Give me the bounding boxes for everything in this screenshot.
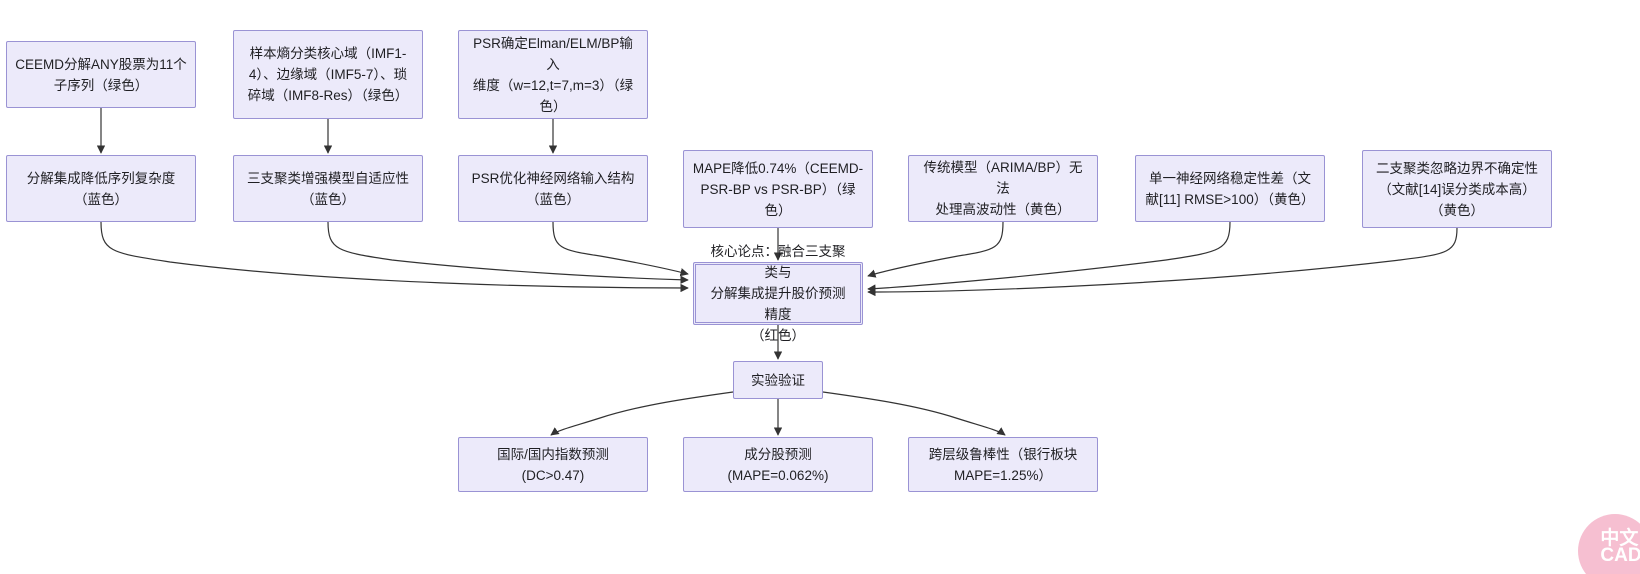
node-label: 传统模型（ARIMA/BP）无法 处理高波动性（黄色） [923,160,1083,217]
node-experimental-verification[interactable]: 实验验证 [733,361,823,399]
edge-n11-n12 [550,391,734,436]
node-label: 核心论点：融合三支聚类与 分解集成提升股价预测精度 （红色） [710,244,846,343]
node-label: CEEMD分解ANY股票为11个 子序列（绿色） [15,56,187,93]
node-psr-input-dimension[interactable]: PSR确定Elman/ELM/BP输入 维度（w=12,t=7,m=3）（绿 色… [458,30,648,119]
node-mape-improvement[interactable]: MAPE降低0.74%（CEEMD- PSR-BP vs PSR-BP）（绿 色… [683,150,873,228]
watermark-label: 中文 CAD [1600,528,1640,566]
edge-n8-core [867,221,1004,278]
node-label: 国际/国内指数预测 (DC>0.47) [497,446,609,483]
node-label: PSR优化神经网络输入结构 （蓝色） [471,170,635,207]
edge-n10-core [867,227,1458,297]
node-label: 单一神经网络稳定性差（文 献[11] RMSE>100）（黄色） [1145,170,1315,207]
node-traditional-model-limitation[interactable]: 传统模型（ARIMA/BP）无法 处理高波动性（黄色） [908,155,1098,222]
node-label: 成分股预测 (MAPE=0.062%) [727,446,829,483]
edge-n11-n14 [822,391,1006,436]
node-ceemd-decompose[interactable]: CEEMD分解ANY股票为11个 子序列（绿色） [6,41,196,108]
node-single-network-instability[interactable]: 单一神经网络稳定性差（文 献[11] RMSE>100）（黄色） [1135,155,1325,222]
node-psr-optimizes-network-input[interactable]: PSR优化神经网络输入结构 （蓝色） [458,155,648,222]
node-index-forecast-result[interactable]: 国际/国内指数预测 (DC>0.47) [458,437,648,492]
node-label: MAPE降低0.74%（CEEMD- PSR-BP vs PSR-BP）（绿 色… [692,160,864,218]
node-decomposition-reduces-complexity[interactable]: 分解集成降低序列复杂度 （蓝色） [6,155,196,222]
node-label: 二支聚类忽略边界不确定性 （文献[14]误分类成本高） （黄色） [1376,160,1538,218]
node-constituent-stock-result[interactable]: 成分股预测 (MAPE=0.062%) [683,437,873,492]
node-label: 分解集成降低序列复杂度 （蓝色） [26,170,176,207]
node-two-way-clustering-limitation[interactable]: 二支聚类忽略边界不确定性 （文献[14]误分类成本高） （黄色） [1362,150,1552,228]
edge-n9-core [867,221,1231,293]
node-label: 样本熵分类核心域（IMF1- 4）、边缘域（IMF5-7）、琐 碎域（IMF8-… [247,46,409,103]
node-label: 跨层级鲁棒性（银行板块 MAPE=1.25%） [928,446,1078,483]
node-core-thesis[interactable]: 核心论点：融合三支聚类与 分解集成提升股价预测精度 （红色） [693,244,863,343]
node-label: 实验验证 [751,372,805,388]
edge-n4-core [100,221,689,293]
node-cross-level-robustness-result[interactable]: 跨层级鲁棒性（银行板块 MAPE=1.25%） [908,437,1098,492]
edge-n5-core [327,221,689,284]
node-label: 三支聚类增强模型自适应性 （蓝色） [247,170,409,207]
edge-n6-core [552,221,689,277]
node-three-way-clustering-adaptivity[interactable]: 三支聚类增强模型自适应性 （蓝色） [233,155,423,222]
node-sample-entropy-classify[interactable]: 样本熵分类核心域（IMF1- 4）、边缘域（IMF5-7）、琐 碎域（IMF8-… [233,30,423,119]
watermark-badge: 中文 CAD [1578,514,1640,574]
node-label: PSR确定Elman/ELM/BP输入 维度（w=12,t=7,m=3）（绿 色… [472,35,634,114]
